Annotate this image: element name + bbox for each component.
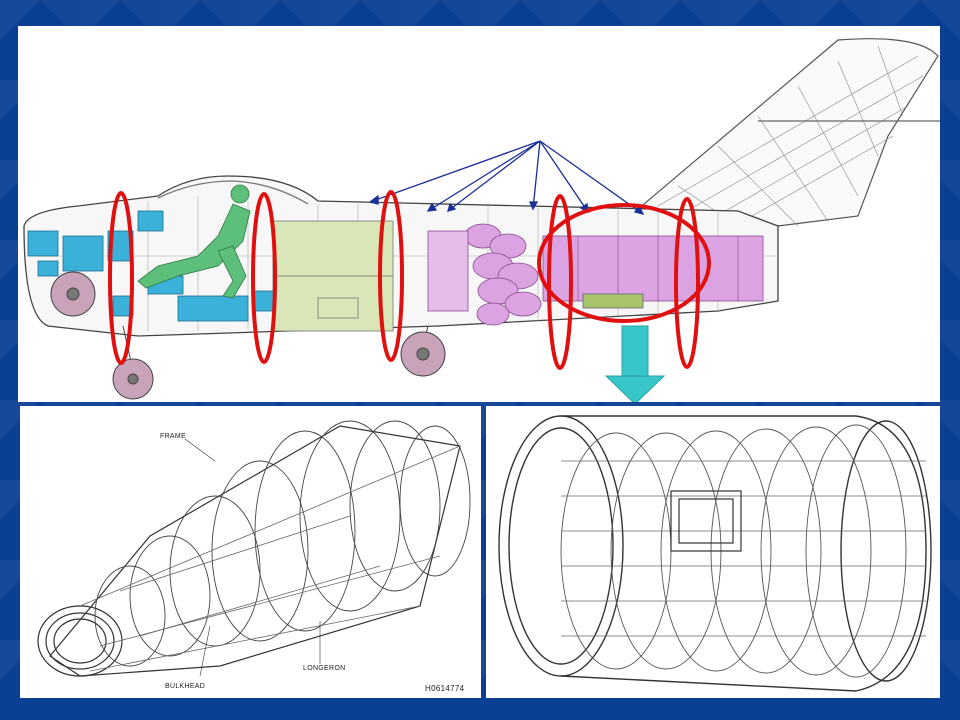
- rear-fuselage-drawing: [498, 415, 932, 692]
- frame-label: FRAME: [160, 433, 186, 440]
- pointer-arrows: [368, 140, 645, 215]
- fuel-tank: [272, 220, 394, 332]
- bulkhead-label: BULKHEAD: [165, 683, 206, 690]
- nose-section-structure-panel: FRAME BULKHEAD LONGERON H0614774: [20, 406, 481, 698]
- aircraft-cutaway-drawing: [23, 38, 940, 402]
- engine: [427, 223, 764, 326]
- landing-gear: [50, 271, 446, 400]
- pilot-figure: [137, 184, 251, 299]
- longeron-label: LONGERON: [303, 665, 346, 672]
- highlight-rings: [108, 190, 711, 370]
- nose-section-drawing: [37, 420, 471, 677]
- rear-fuselage-structure-panel: [486, 406, 940, 698]
- down-arrow-icon: [604, 325, 666, 402]
- figure-id-label: H0614774: [425, 684, 465, 693]
- tail-fin: [616, 38, 940, 227]
- aircraft-cutaway-panel: [18, 26, 940, 402]
